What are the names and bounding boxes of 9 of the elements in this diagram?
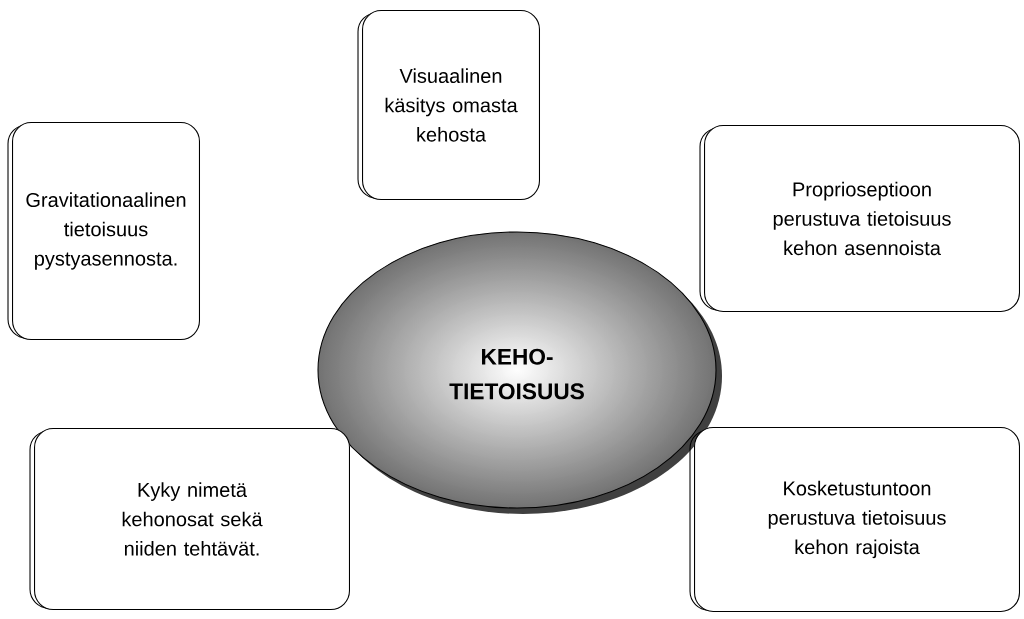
ellipse-node: KEHO- TIETOISUUS <box>317 231 722 514</box>
node-label: Proprioseptioon perustuva tietoisuus kehon asennoista <box>773 181 951 256</box>
text-box: Visuaalinen käsitys omasta kehosta <box>357 10 540 200</box>
text-box: Gravitationaalinen tietoisuus pystyasennosta. <box>7 122 200 340</box>
text-box: Proprioseptioon perustuva tietoisuus kehon asennoista <box>699 125 1020 312</box>
text-box: Kosketustuntoon perustuva tietoisuus kehon rajoista <box>689 427 1020 612</box>
text-box: Kyky nimetä kehonosat sekä niiden tehtävät. <box>29 428 350 610</box>
node-label: Kosketustuntoon perustuva tietoisuus kehon rajoista <box>768 480 946 559</box>
node-label: Kyky nimetä kehonosat sekä niiden tehtävät. <box>122 482 263 556</box>
